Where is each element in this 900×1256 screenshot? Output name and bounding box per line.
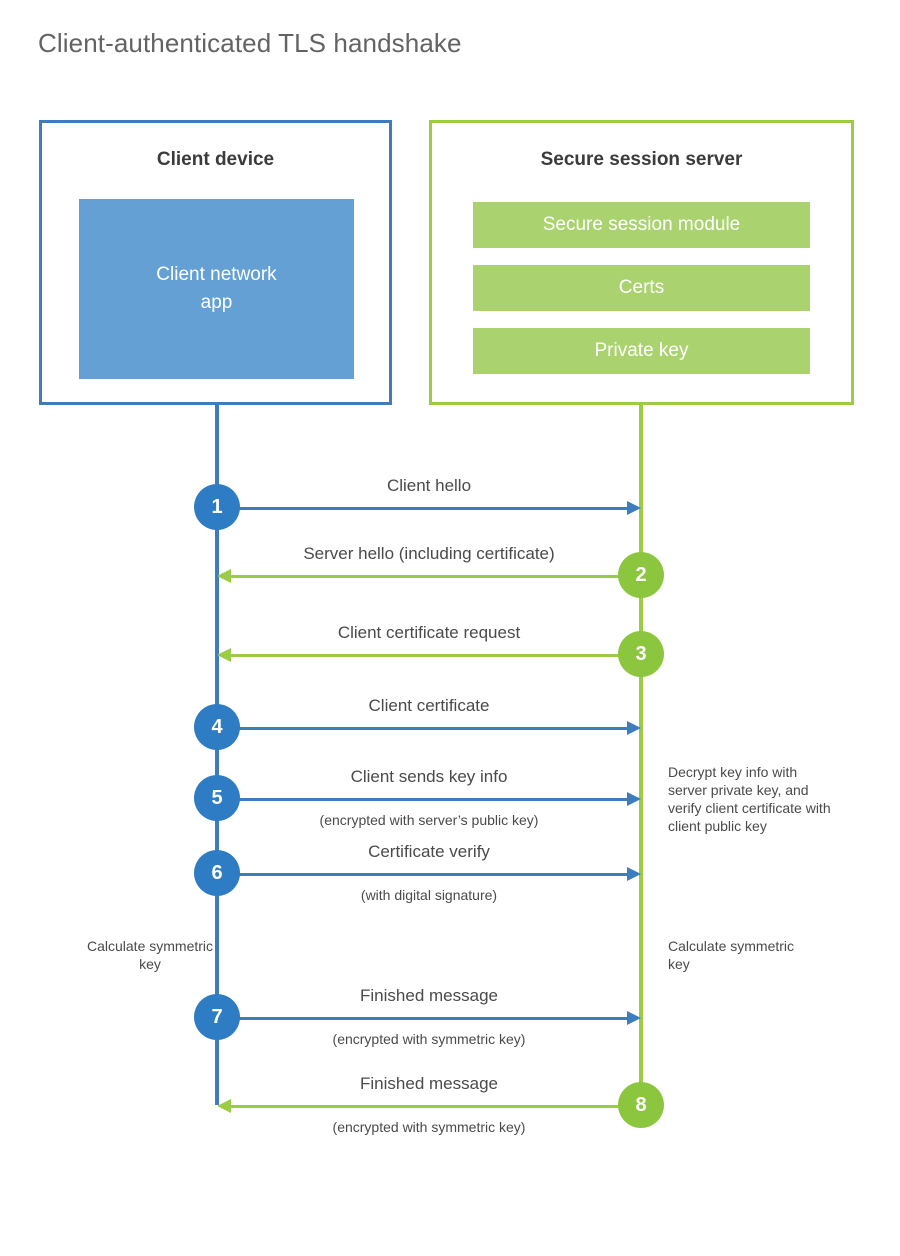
client-app-label-line2: app [200, 292, 233, 313]
message-3-arrowhead [217, 648, 231, 662]
step-circle-1: 1 [194, 484, 240, 530]
message-7-line [217, 1017, 627, 1020]
server-lifeline [639, 405, 643, 1105]
message-1-label: Client hello [386, 476, 472, 495]
message-7-arrowhead [627, 1011, 641, 1025]
client-network-app-block: Client network app [79, 199, 354, 379]
step-circle-6: 6 [194, 850, 240, 896]
message-4-label: Client certificate [368, 696, 490, 715]
message-6-label: Certificate verify [368, 842, 490, 861]
client-lifeline [215, 405, 219, 1105]
client-app-label-line1: Client network [156, 264, 277, 285]
step-circle-2: 2 [618, 552, 664, 598]
message-8-line [231, 1105, 643, 1108]
step-circle-3: 3 [618, 631, 664, 677]
message-5-arrowhead [627, 792, 641, 806]
message-5-line [217, 798, 627, 801]
message-7-sublabel: (encrypted with symmetric key) [332, 1031, 526, 1047]
step-circle-4: 4 [194, 704, 240, 750]
message-8-arrowhead [217, 1099, 231, 1113]
message-2-label: Server hello (including certificate) [303, 544, 555, 563]
message-4-arrowhead [627, 721, 641, 735]
page-title: Client-authenticated TLS handshake [38, 28, 462, 58]
client-network-app-label: Client network app [156, 261, 276, 317]
step-circle-8: 8 [618, 1082, 664, 1128]
annotation-server-calculate-symmetric-key: Calculate symmetric key [668, 938, 795, 972]
server-module-private-key: Private key [473, 328, 810, 374]
client-device-title: Client device [156, 149, 275, 170]
message-5-sublabel: (encrypted with server’s public key) [319, 812, 539, 828]
message-8-label: Finished message [360, 1074, 498, 1093]
message-6-sublabel: (with digital signature) [360, 887, 498, 903]
message-3-label: Client certificate request [337, 623, 521, 642]
message-7-label: Finished message [360, 986, 498, 1005]
secure-session-server-box: Secure session server Secure session mod… [429, 120, 854, 405]
message-6-arrowhead [627, 867, 641, 881]
step-circle-5: 5 [194, 775, 240, 821]
client-device-box: Client device Client network app [39, 120, 392, 405]
message-2-arrowhead [217, 569, 231, 583]
message-4-line [217, 727, 627, 730]
message-5-label: Client sends key info [350, 767, 508, 786]
annotation-server-decrypt: Decrypt key info with server private key… [668, 764, 831, 834]
server-module-secure-session-module: Secure session module [473, 202, 810, 248]
message-2-line [231, 575, 643, 578]
annotation-client-calculate-symmetric-key: Calculate symmetric key [86, 938, 214, 972]
message-8-sublabel: (encrypted with symmetric key) [332, 1119, 526, 1135]
step-circle-7: 7 [194, 994, 240, 1040]
message-1-line [217, 507, 627, 510]
message-3-line [231, 654, 643, 657]
message-6-line [217, 873, 627, 876]
message-1-arrowhead [627, 501, 641, 515]
server-module-certs: Certs [473, 265, 810, 311]
secure-session-server-title: Secure session server [540, 149, 743, 170]
